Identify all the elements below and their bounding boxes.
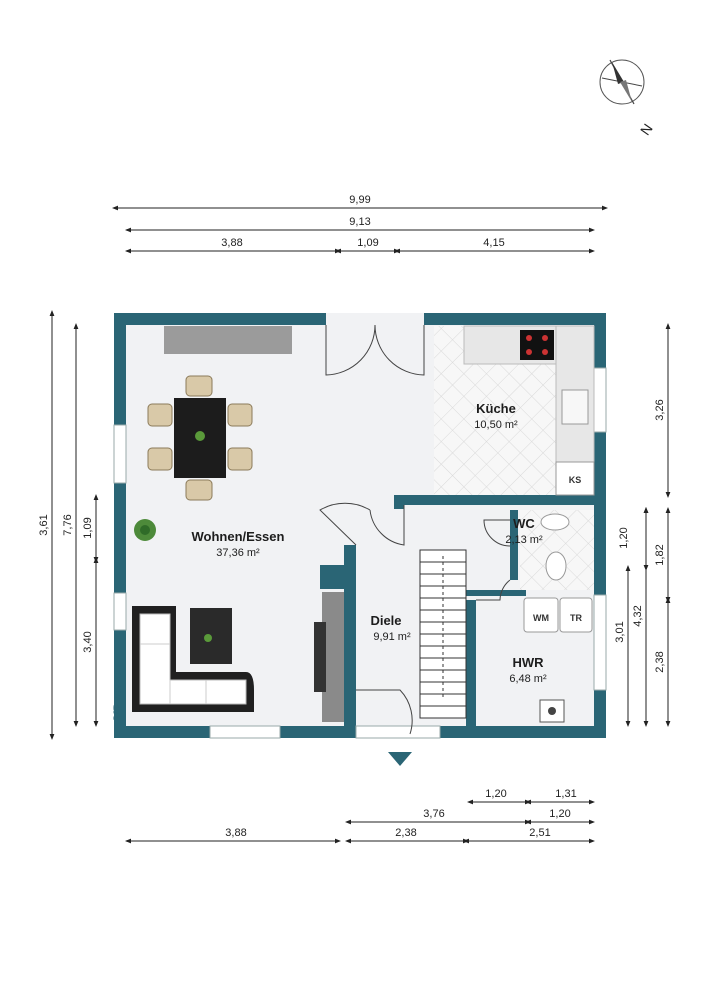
room-hwr-area: 6,48 m² <box>509 673 547 685</box>
room-kueche-area: 10,50 m² <box>474 419 518 431</box>
compass-north-label: N <box>637 121 656 138</box>
dim-top-inner: 9,13 <box>349 216 370 228</box>
dim-right-wc: 1,20 <box>618 527 630 548</box>
dim-bottom-c: 3,76 <box>423 808 444 820</box>
left-dimension-lines <box>49 310 99 740</box>
fridge-label: KS <box>569 475 582 485</box>
dim-bottom-d: 1,20 <box>549 808 570 820</box>
walls <box>114 313 606 738</box>
dim-bottom-left: 3,88 <box>225 827 246 839</box>
dim-left-total: 7,76 <box>62 514 74 535</box>
kitchen-counter <box>463 325 595 496</box>
dim-right-wc-outer: 1,82 <box>654 544 666 565</box>
top-dimension-lines <box>112 205 608 254</box>
room-wc-name: WC <box>513 516 535 531</box>
doors <box>319 324 511 735</box>
dim-left-window: 1,09 <box>82 517 94 538</box>
dim-bottom-b: 1,31 <box>555 788 576 800</box>
tv-unit <box>314 592 344 722</box>
logo-mark: VP <box>110 703 125 720</box>
bottom-dimension-lines <box>125 799 595 844</box>
dim-bottom-right: 2,51 <box>529 827 550 839</box>
sideboard <box>164 326 292 354</box>
fridge <box>555 461 595 496</box>
sink <box>561 389 589 425</box>
dim-right-hwr-inner: 3,01 <box>614 621 626 642</box>
room-diele-area: 9,91 m² <box>373 631 411 643</box>
right-dimension-lines <box>625 323 671 727</box>
dim-top-seg2: 1,09 <box>357 237 378 249</box>
room-kueche-name: Küche <box>476 401 516 416</box>
wc-fixtures <box>540 513 570 581</box>
logo-text: VON POLL <box>114 663 123 702</box>
room-wc-area: 2,13 m² <box>505 534 543 546</box>
staircase <box>419 549 467 719</box>
hwr-appliances <box>523 597 593 723</box>
dim-bottom-a: 1,20 <box>485 788 506 800</box>
room-diele-name: Diele <box>370 613 401 628</box>
room-hwr-name: HWR <box>512 655 544 670</box>
entrance-arrow-icon <box>388 752 412 766</box>
dim-bottom-mid: 2,38 <box>395 827 416 839</box>
dim-right-hwr-outer: 2,38 <box>654 651 666 672</box>
sofa <box>132 606 254 712</box>
dim-right-hwr-total: 4,32 <box>632 605 644 626</box>
dim-left-lower: 3,40 <box>82 631 94 652</box>
washing-machine-label: WM <box>533 613 549 623</box>
dining-table <box>147 375 253 501</box>
compass-rose-icon <box>599 59 645 105</box>
plant-icon <box>134 519 156 541</box>
dim-top-seg3: 4,15 <box>483 237 504 249</box>
room-wohnen-area: 37,36 m² <box>216 547 260 559</box>
dim-right-kitchen: 3,26 <box>654 399 666 420</box>
room-wohnen-name: Wohnen/Essen <box>192 529 285 544</box>
windows <box>113 367 607 739</box>
von-poll-logo: VP VON POLL <box>110 663 125 720</box>
dryer-label: TR <box>570 613 582 623</box>
dim-top-seg1: 3,88 <box>221 237 242 249</box>
dim-left-outer: 3,61 <box>38 514 50 535</box>
dim-top-total: 9,99 <box>349 194 370 206</box>
